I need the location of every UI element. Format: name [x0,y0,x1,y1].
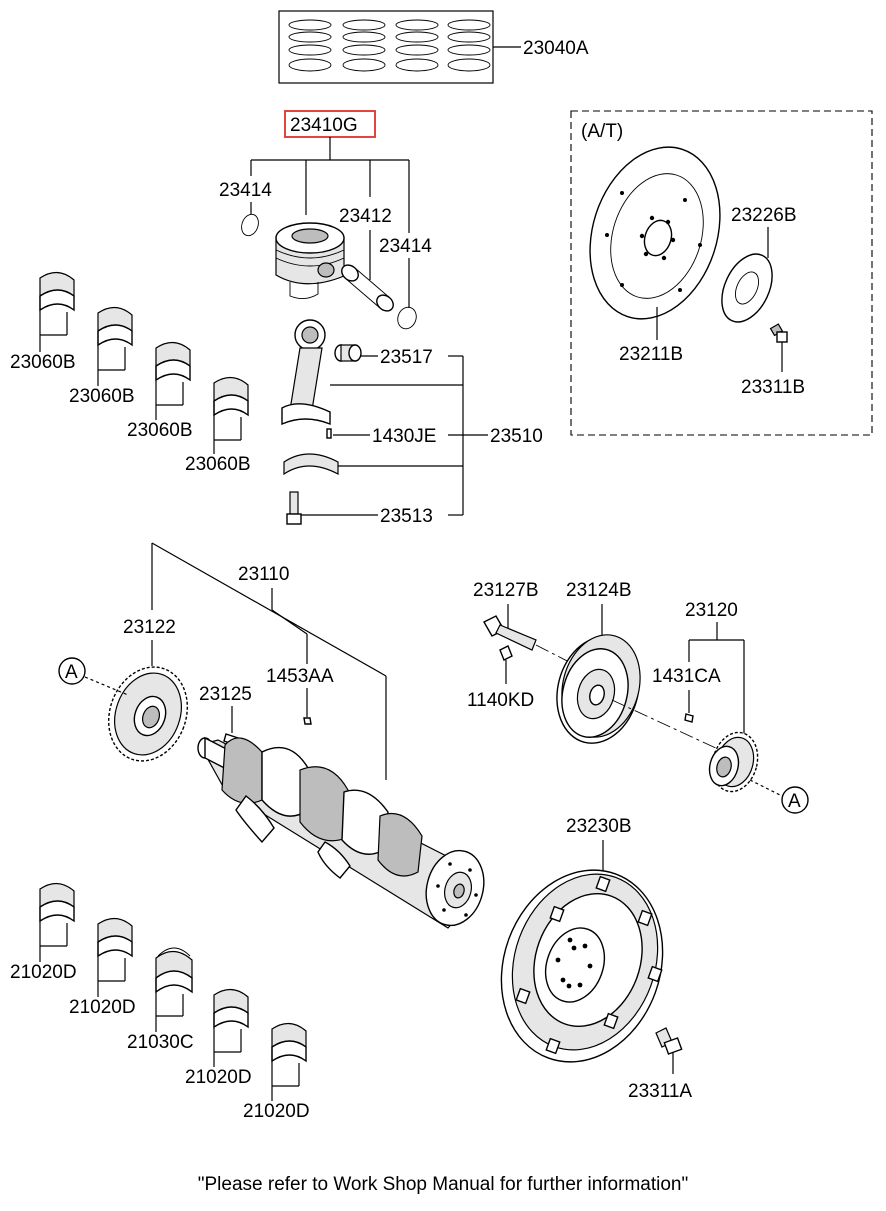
label-1453AA: 1453AA [266,666,334,687]
label-23060B-3: 23060B [127,420,193,441]
label-21020D-2: 21020D [69,997,136,1018]
label-21020D-3: 21020D [185,1067,252,1088]
label-23226B: 23226B [731,205,797,226]
label-23510: 23510 [490,426,543,447]
label-1430JE: 1430JE [372,426,436,447]
label-23414-right: 23414 [379,236,432,257]
label-21030C: 21030C [127,1032,194,1053]
upper-bearing-shells: 23060B 23060B 23060B 23060B [10,271,251,475]
label-23122: 23122 [123,617,176,638]
ref-marker-a-left: A [65,662,78,683]
connecting-rod-assembly: 23517 1430JE 23510 23513 [281,319,543,527]
label-23410G: 23410G [290,115,358,136]
label-23040A: 23040A [523,38,589,59]
label-23060B-4: 23060B [185,454,251,475]
flywheel-group: 23230B 23311A [500,816,692,1102]
label-at: (A/T) [581,121,623,142]
label-23311A: 23311A [628,1081,692,1102]
label-23412: 23412 [339,206,392,227]
label-23060B-1: 23060B [10,352,76,373]
label-23311B: 23311B [741,377,805,398]
label-1431CA: 1431CA [652,666,721,687]
footer-note: "Please refer to Work Shop Manual for fu… [197,1174,689,1195]
lower-bearing-shells: 21020D 21020D 21030C 21020D 21020D [10,882,310,1122]
label-23127B: 23127B [473,580,539,601]
label-21020D-4: 21020D [243,1101,310,1122]
piston-ring-set: 23040A [278,10,589,84]
label-23513: 23513 [380,506,433,527]
label-21020D-1: 21020D [10,962,77,983]
ref-marker-a-right: A [788,791,801,812]
at-drive-plate-group: (A/T) 23211B 23226B 23311B [570,110,873,436]
label-23060B-2: 23060B [69,386,135,407]
crankshaft-assembly: 23110 23122 A 23125 1453AA [58,542,485,929]
label-23211B: 23211B [619,344,683,365]
label-23230B: 23230B [566,816,632,837]
label-23517: 23517 [380,347,433,368]
piston-assembly: 23410G 23414 23412 23414 [219,110,432,330]
damper-pulley-group: 23127B 1140KD 23124B 23120 1431CA [467,580,809,814]
label-23110: 23110 [238,564,289,585]
label-23125: 23125 [199,684,252,705]
label-23120: 23120 [685,600,738,621]
label-23124B: 23124B [566,580,632,601]
label-1140KD: 1140KD [467,690,534,711]
label-23414-left: 23414 [219,180,272,201]
